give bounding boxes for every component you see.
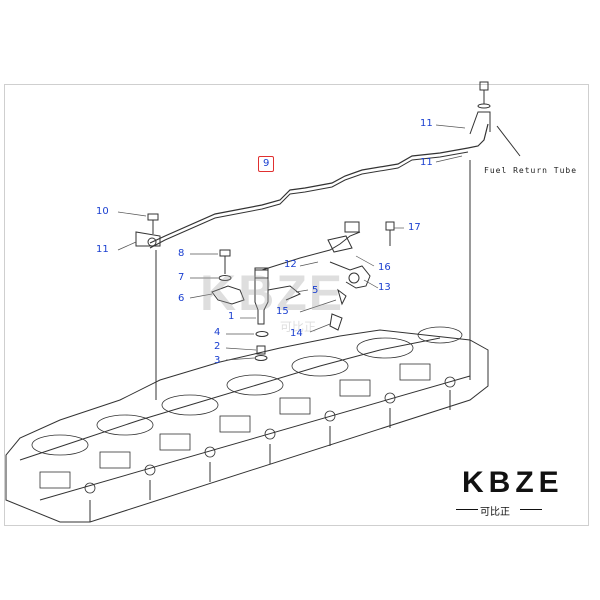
watermark-cn: 可比正 xyxy=(280,320,317,334)
clip-14 xyxy=(329,313,343,331)
bolt-8 xyxy=(219,249,231,274)
fuel-return-tube-note: Fuel Return Tube xyxy=(484,166,578,175)
injector-body xyxy=(254,269,269,325)
bolt-17 xyxy=(385,221,395,246)
brand-divider-right xyxy=(520,509,542,510)
drawing-frame xyxy=(4,84,589,526)
part-label-11-top: 11 xyxy=(420,118,433,129)
brand-name: KBZE xyxy=(462,466,564,499)
part-label-6: 6 xyxy=(178,293,185,304)
part-label-15: 15 xyxy=(276,306,289,317)
part-label-11-right: 11 xyxy=(420,157,433,168)
connector-16 xyxy=(327,235,353,253)
part-label-17: 17 xyxy=(408,222,421,233)
tube-clamp-right xyxy=(469,111,491,135)
bolt-top xyxy=(479,81,489,104)
brand-divider-left xyxy=(456,509,478,510)
part-label-12: 12 xyxy=(284,259,297,270)
leader-lines xyxy=(117,124,466,361)
part-label-13: 13 xyxy=(378,282,391,293)
part-label-10: 10 xyxy=(96,206,109,217)
cylinder-head xyxy=(5,326,489,523)
part-label-1: 1 xyxy=(228,311,235,322)
part-label-4: 4 xyxy=(214,327,221,338)
clamp-6 xyxy=(211,285,245,305)
part-label-5: 5 xyxy=(312,285,319,296)
part-label-7: 7 xyxy=(178,272,185,283)
part-label-8: 8 xyxy=(178,248,185,259)
watermark-text: KBZE xyxy=(200,265,345,321)
tube-clamp-left xyxy=(135,231,161,247)
part-label-3: 3 xyxy=(214,355,221,366)
part-label-9: 9 xyxy=(258,156,275,172)
part-label-14: 14 xyxy=(290,328,303,339)
brand-subtitle: 可比正 xyxy=(480,507,510,518)
part-label-11-left: 11 xyxy=(96,244,109,255)
part-label-16: 16 xyxy=(378,262,391,273)
bolt-10 xyxy=(147,213,159,234)
fuel-return-tube xyxy=(149,123,489,244)
brand-logo: KBZE xyxy=(462,466,564,500)
wire-harness xyxy=(261,231,361,271)
part-label-2: 2 xyxy=(214,341,221,352)
